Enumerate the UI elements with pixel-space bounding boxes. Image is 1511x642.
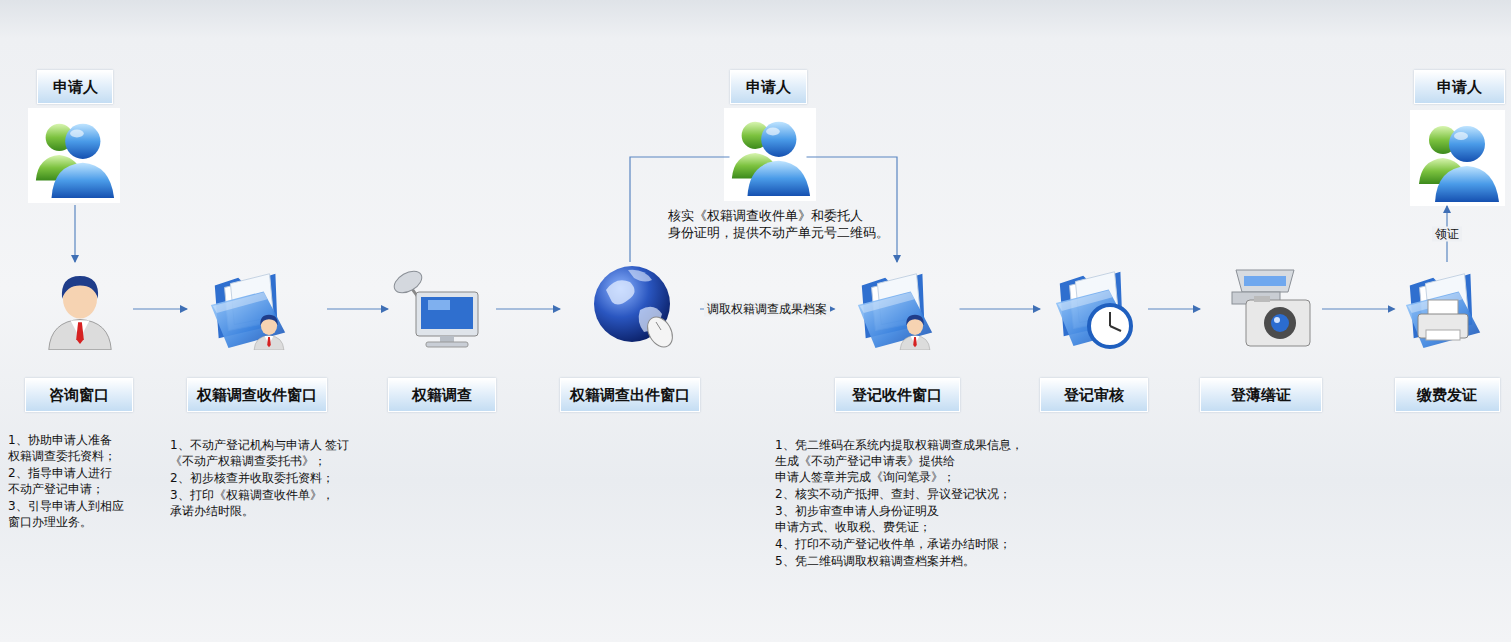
window-node: 缴费发证 [1395,262,1500,412]
description-item: 3、引导申请人到相应 窗口办理业务。 [8,498,126,530]
description-item: 1、协助申请人准备 权籍调查委托资料； [8,432,118,464]
node-label: 申请人 [53,78,98,97]
node-label: 申请人 [1437,78,1482,97]
node-label: 登记审核 [1064,386,1124,405]
label-box: 登记审核 [1040,378,1148,412]
applicant-node: 申请人 [37,70,113,205]
globe-symbol [594,266,678,351]
label-box: 缴费发证 [1395,378,1500,412]
flow-arrow [1148,308,1200,309]
agent-icon [49,276,111,350]
flow-arrow [1322,308,1395,309]
description-item: 1、凭二维码在系统内提取权籍调查成果信息， 生成《不动产登记申请表》提供给 申请… [775,437,1025,485]
description-item: 5、凭二维码调取权籍调查档案并档。 [775,553,977,569]
applicant-node: 申请人 [730,70,807,203]
window-node: 登记收件窗口1、凭二维码在系统内提取权籍调查成果信息， 生成《不动产登记申请表》… [835,262,960,412]
label-box: 申请人 [37,70,113,104]
description: 1、协助申请人准备 权籍调查委托资料；2、指导申请人进行 不动产登记申请；3、引… [8,432,126,531]
clock-symbol [1089,305,1131,347]
flow-arrow [74,205,75,262]
label-box: 申请人 [730,70,807,104]
description-item: 3、初步审查申请人身份证明及 申请方式、收取税、费凭证； [775,503,941,535]
description: 1、不动产登记机构与申请人 签订《不动产权籍调查委托书》；2、初步核查并收取委托… [170,437,352,520]
person-icon [28,108,1505,206]
node-label: 登薄缮证 [1231,386,1291,405]
edge-label: 调取权籍调查成果档案 [704,302,830,317]
node-label: 咨询窗口 [49,386,109,405]
description-item: 2、初步核查并收取委托资料； [170,470,336,486]
note-label: 核实《权籍调查收件单》和委托人 身份证明，提供不动产单元号二维码。 [668,207,891,241]
description-item: 4、打印不动产登记收件单，承诺办结时限； [775,536,1013,552]
description-item: 2、核实不动产抵押、查封、异议登记状况； [775,486,1013,502]
window-node: 咨询窗口1、协助申请人准备 权籍调查委托资料；2、指导申请人进行 不动产登记申请… [25,262,133,412]
window-node: 登薄缮证 [1200,262,1322,412]
printer-symbol [1418,300,1468,340]
window-node: 权籍调查收件窗口1、不动产登记机构与申请人 签订《不动产权籍调查委托书》；2、初… [187,262,327,412]
label-box: 权籍调查出件窗口 [560,378,700,412]
window-node: 登记审核 [1040,262,1148,412]
label-box: 咨询窗口 [25,378,133,412]
window-node: 权籍调查 [388,262,496,412]
computer-symbol [391,267,478,347]
label-box: 申请人 [1414,70,1505,104]
label-box: 权籍调查 [388,378,496,412]
label-box: 登薄缮证 [1200,378,1322,412]
description-item: 3、打印《权籍调查收件单》， 承诺办结时限。 [170,487,336,519]
node-label: 缴费发证 [1417,386,1477,405]
node-label: 申请人 [746,78,791,97]
applicant-node: 申请人 [1414,70,1505,206]
flow-arrow [133,308,187,309]
flow-arrow [960,308,1041,309]
window-node: 权籍调查出件窗口 [560,262,700,412]
node-label: 权籍调查 [412,386,472,405]
flow-arrow [496,308,560,309]
description-item: 1、不动产登记机构与申请人 签订《不动产权籍调查委托书》； [170,437,352,469]
label-box: 登记收件窗口 [835,378,960,412]
flow-arrow [327,308,388,309]
node-label: 权籍调查收件窗口 [197,386,317,405]
description-item: 2、指导申请人进行 不动产登记申请； [8,465,114,497]
scanner-camera-symbol [1232,270,1310,346]
node-label: 权籍调查出件窗口 [570,386,690,405]
label-box: 权籍调查收件窗口 [187,378,327,412]
node-label: 登记收件窗口 [852,386,942,405]
description: 1、凭二维码在系统内提取权籍调查成果信息， 生成《不动产登记申请表》提供给 申请… [775,437,1025,570]
edge-label: 领证 [1432,227,1462,242]
